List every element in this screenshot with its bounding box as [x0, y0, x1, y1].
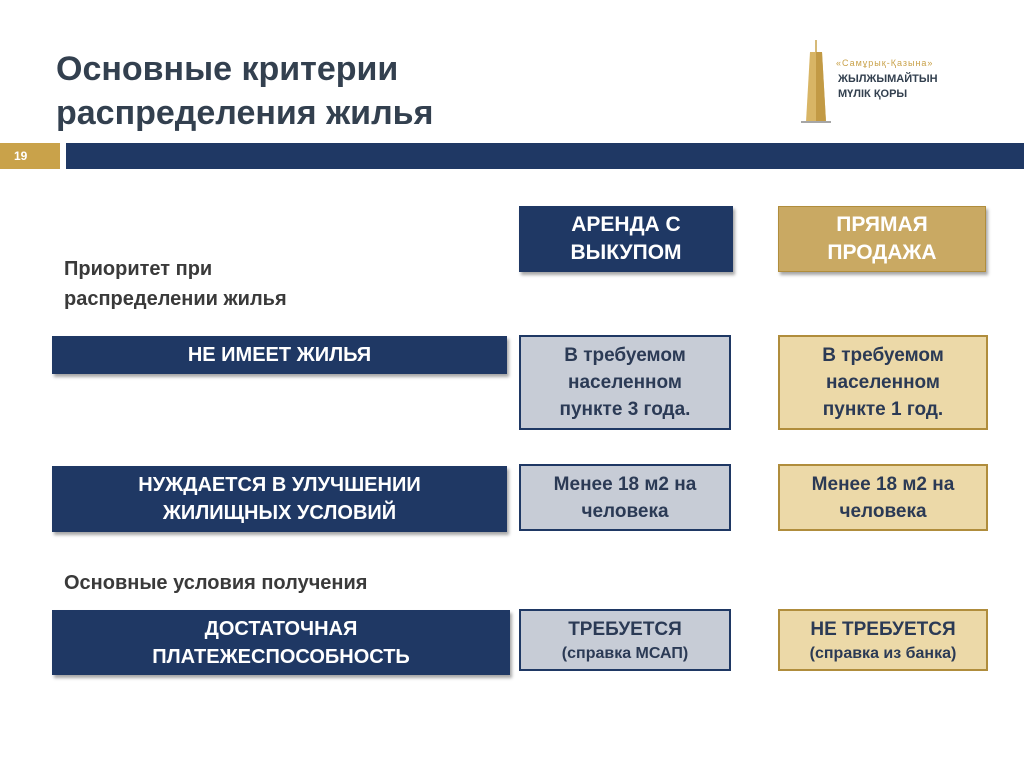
cell-rent-needs-improvement: Менее 18 м2 на человека	[519, 464, 731, 531]
page-title: Основные критерии распределения жилья	[56, 47, 656, 135]
cell-rent-solvency: ТРЕБУЕТСЯ (справка МСАП)	[519, 609, 731, 671]
column-header-rent: АРЕНДА С ВЫКУПОМ	[519, 206, 733, 272]
criterion-solvency: ДОСТАТОЧНАЯ ПЛАТЕЖЕСПОСОБНОСТЬ	[52, 610, 510, 675]
header-divider-bar	[66, 143, 1024, 169]
page-number: 19	[0, 143, 60, 169]
logo-text-line-3: МҮЛІК ҚОРЫ	[838, 88, 908, 100]
logo-text-line-1: «Самұрық-Қазына»	[836, 58, 934, 68]
section-label-priority: Приоритет при распределении жилья	[64, 258, 287, 310]
cell-sale-solvency-note: (справка из банка)	[809, 644, 957, 662]
cell-sale-solvency-main: НЕ ТРЕБУЕТСЯ	[810, 618, 956, 640]
section-label-conditions: Основные условия получения	[64, 572, 368, 594]
company-logo: «Самұрық-Қазына» ЖЫЛЖЫМАЙТЫН МҮЛІК ҚОРЫ	[796, 38, 976, 128]
criterion-no-housing: НЕ ИМЕЕТ ЖИЛЬЯ	[52, 336, 507, 374]
cell-sale-no-housing: В требуемом населенном пункте 1 год.	[778, 335, 988, 430]
title-line-2: распределения жилья	[56, 94, 434, 132]
tower-logo-icon	[801, 40, 831, 123]
column-header-sale: ПРЯМАЯ ПРОДАЖА	[778, 206, 986, 272]
logo-text-line-2: ЖЫЛЖЫМАЙТЫН	[838, 73, 938, 85]
cell-rent-solvency-main: ТРЕБУЕТСЯ	[568, 618, 682, 640]
cell-rent-no-housing: В требуемом населенном пункте 3 года.	[519, 335, 731, 430]
cell-sale-solvency: НЕ ТРЕБУЕТСЯ (справка из банка)	[778, 609, 988, 671]
cell-rent-solvency-note: (справка МСАП)	[561, 644, 689, 662]
cell-sale-needs-improvement: Менее 18 м2 на человека	[778, 464, 988, 531]
criterion-needs-improvement: НУЖДАЕТСЯ В УЛУЧШЕНИИ ЖИЛИЩНЫХ УСЛОВИЙ	[52, 466, 507, 532]
title-line-1: Основные критерии	[56, 50, 399, 88]
